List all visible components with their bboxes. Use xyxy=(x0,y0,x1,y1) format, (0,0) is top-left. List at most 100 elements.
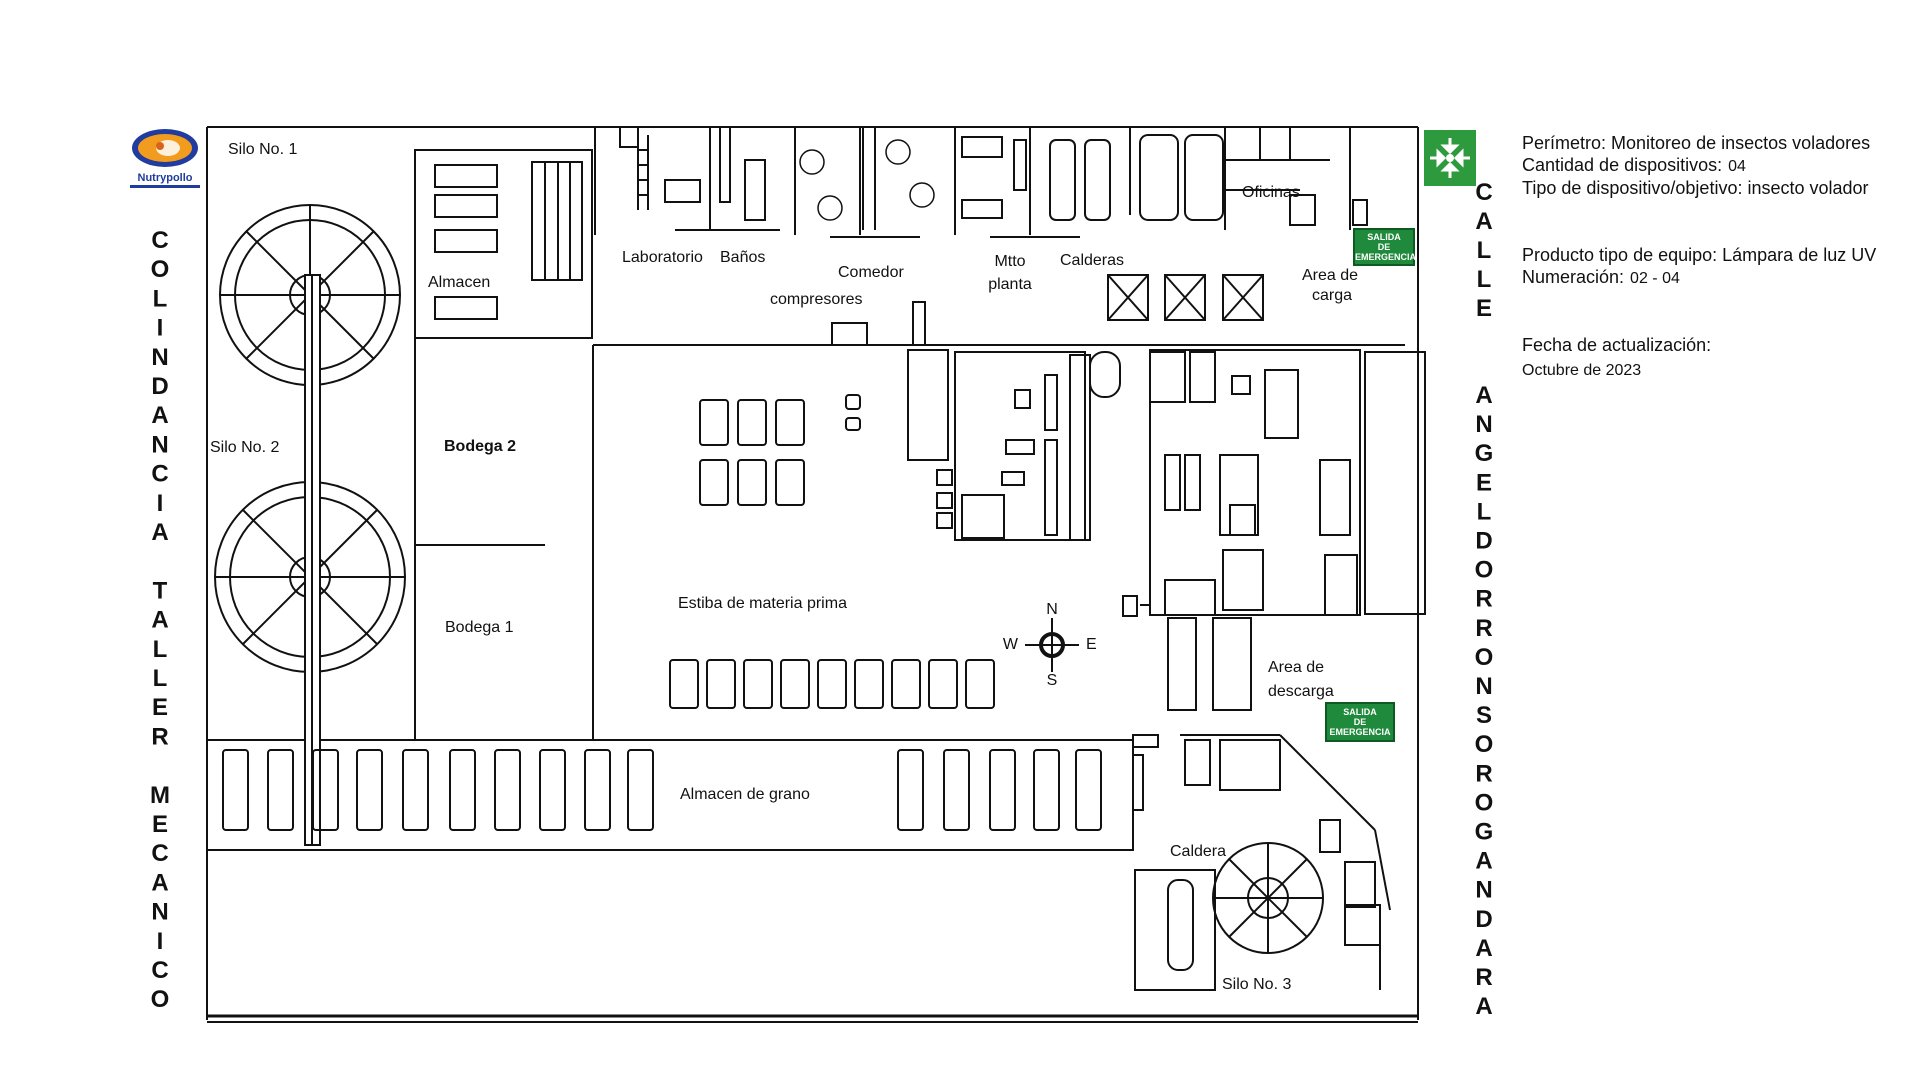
grain-bin xyxy=(1075,749,1102,831)
emergency-exit-sign: SALIDA DE EMERGENCIA xyxy=(1325,702,1395,742)
street-left-letter: I xyxy=(157,490,164,517)
street-left-letter: N xyxy=(151,344,168,371)
exit-text: SALIDA xyxy=(1343,707,1377,717)
raw-material-pallet xyxy=(965,659,995,709)
grain-bin xyxy=(627,749,654,831)
street-right-letter: O xyxy=(1475,731,1494,758)
street-left-letter: O xyxy=(151,256,170,283)
label-bodega-1: Bodega 1 xyxy=(445,619,514,636)
raw-material-pallet xyxy=(706,659,736,709)
street-left-letter: D xyxy=(151,373,168,400)
label-estiba: Estiba de materia prima xyxy=(678,595,847,612)
raw-material-pallet xyxy=(928,659,958,709)
street-right-letter: E xyxy=(1476,469,1492,496)
grain-bin xyxy=(1033,749,1060,831)
street-right-letter: R xyxy=(1475,586,1492,613)
numbering-value: 02 - 04 xyxy=(1630,270,1680,287)
grain-bin xyxy=(897,749,924,831)
raw-material-pallet xyxy=(669,659,699,709)
street-calle-letter: C xyxy=(1475,179,1492,206)
grain-bin xyxy=(494,749,521,831)
label-bodega-2: Bodega 2 xyxy=(444,438,516,455)
street-right-letter: A xyxy=(1475,935,1492,962)
device-count-value: 04 xyxy=(1728,158,1746,175)
numbering: Numeración: 02 - 04 xyxy=(1522,267,1680,288)
compass-rose-icon: N S E W xyxy=(1003,601,1097,689)
grain-bin xyxy=(222,749,249,831)
street-right-letter: A xyxy=(1475,382,1492,409)
raw-material-pallet xyxy=(737,399,767,446)
street-left-letter: C xyxy=(151,461,168,488)
label-silo-2: Silo No. 2 xyxy=(210,439,279,456)
street-left-letter: C xyxy=(151,840,168,867)
exit-text: DE xyxy=(1353,717,1367,727)
street-left-letter: C xyxy=(151,957,168,984)
grain-bin xyxy=(356,749,383,831)
label-comedor: Comedor xyxy=(838,264,904,281)
silo-3-shape xyxy=(1212,842,1324,954)
street-right-letter: R xyxy=(1475,964,1492,991)
raw-material-pallet xyxy=(743,659,773,709)
street-left-letter: E xyxy=(152,694,168,721)
grain-bin xyxy=(312,749,339,831)
street-right-letter: G xyxy=(1475,440,1494,467)
street-left-letter: L xyxy=(153,665,168,692)
street-left-letter: L xyxy=(153,636,168,663)
street-right-letter: O xyxy=(1475,644,1494,671)
grain-bin xyxy=(943,749,970,831)
raw-material-pallet xyxy=(891,659,921,709)
raw-material-pallet xyxy=(737,459,767,506)
street-left-letter: A xyxy=(151,402,168,429)
street-left-letter: A xyxy=(151,869,168,896)
exit-text: DE xyxy=(1377,242,1391,252)
street-left-letter: I xyxy=(157,315,164,342)
label-area-carga: Area de xyxy=(1302,267,1358,284)
raw-material-pallet xyxy=(854,659,884,709)
grain-bin xyxy=(267,749,294,831)
update-date-value: Octubre de 2023 xyxy=(1522,362,1642,379)
label-calderas: Calderas xyxy=(1060,252,1124,269)
street-right-letter: D xyxy=(1475,906,1492,933)
label-oficinas: Oficinas xyxy=(1242,184,1300,201)
label-almacen-grano: Almacen de grano xyxy=(680,786,810,803)
label-silo-3: Silo No. 3 xyxy=(1222,976,1291,993)
compass-e: E xyxy=(1086,636,1097,653)
raw-material-pallet xyxy=(817,659,847,709)
device-type-text: Tipo de dispositivo/objetivo: insecto vo… xyxy=(1522,178,1869,198)
label-silo-1: Silo No. 1 xyxy=(228,141,297,158)
street-left-letter: M xyxy=(150,782,170,809)
update-date-label: Fecha de actualización: xyxy=(1522,335,1712,355)
street-right-letter: O xyxy=(1475,557,1494,584)
label-carga: carga xyxy=(1312,287,1352,304)
street-calle-letter: A xyxy=(1475,208,1492,235)
street-left-letter: L xyxy=(153,285,168,312)
street-left-letter: N xyxy=(151,431,168,458)
label-descarga: descarga xyxy=(1268,683,1334,700)
emergency-exit-sign: SALIDA DE EMERGENCIA xyxy=(1353,228,1417,266)
raw-material-pallet xyxy=(699,399,729,446)
street-left-letter: R xyxy=(151,723,168,750)
street-right-letter: L xyxy=(1477,498,1492,525)
company-logo: Nutrypollo xyxy=(130,128,200,190)
label-mtto: Mtto xyxy=(994,253,1025,270)
street-left-letter: E xyxy=(152,811,168,838)
numbering-label: Numeración: xyxy=(1522,267,1625,287)
exit-text: EMERGENCIA xyxy=(1355,252,1417,262)
grain-bin xyxy=(449,749,476,831)
small-box xyxy=(845,417,861,431)
label-caldera: Caldera xyxy=(1170,843,1226,860)
street-right-letter: D xyxy=(1475,528,1492,555)
street-right-letter: R xyxy=(1475,615,1492,642)
label-compresores: compresores xyxy=(770,291,862,308)
label-planta: planta xyxy=(988,276,1032,293)
street-left-letter: C xyxy=(151,227,168,254)
label-almacen: Almacen xyxy=(428,274,490,291)
street-right-letter: A xyxy=(1475,993,1492,1020)
street-left-letter: A xyxy=(151,519,168,546)
street-right-letter: R xyxy=(1475,760,1492,787)
street-left-letter: T xyxy=(153,577,168,604)
product-type-text: Producto tipo de equipo: Lámpara de luz … xyxy=(1522,245,1877,265)
compass-n: N xyxy=(1046,601,1058,618)
grain-bin xyxy=(539,749,566,831)
